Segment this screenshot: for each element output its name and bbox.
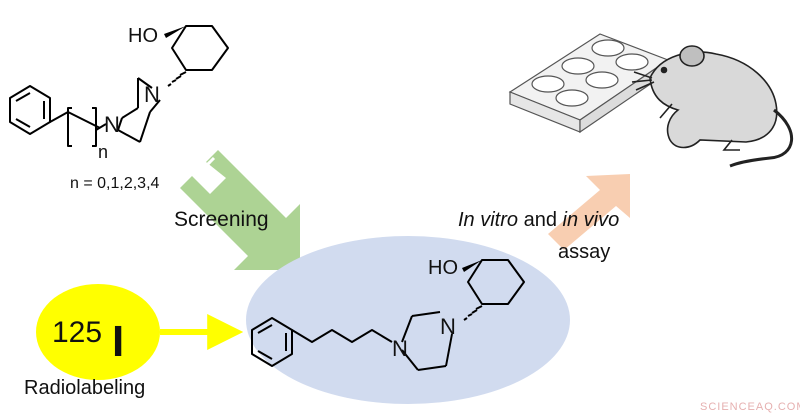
watermark: SCIENCEAQ.COM	[700, 401, 800, 413]
iodine-mass-number: 125	[52, 316, 102, 349]
iodine-badge	[36, 284, 160, 380]
final-cyclohexane	[467, 259, 525, 305]
mouse-tail	[729, 108, 793, 168]
mouse-hind-leg	[722, 139, 740, 151]
final-benzene-ring	[251, 317, 293, 367]
screening-arrow	[180, 150, 300, 270]
highlight-ellipse	[246, 236, 570, 404]
assay-label-line1: In vitro and in vivo	[458, 209, 619, 231]
top-nitrogen-lower: N	[104, 112, 120, 137]
mouse-body	[649, 51, 778, 149]
top-cyclohexane	[171, 25, 229, 71]
top-hashed-wedge	[167, 71, 187, 87]
repeat-subscript: n	[98, 142, 108, 162]
final-molecule	[251, 259, 525, 371]
assay-arrow	[540, 174, 630, 256]
top-bold-wedge	[164, 26, 186, 38]
final-nitrogen-upper: N	[440, 314, 456, 339]
radiolabeling-caption: Radiolabeling	[24, 377, 145, 399]
mouse-eye	[660, 66, 668, 74]
top-hydroxyl: HO	[128, 25, 158, 47]
screening-label: Screening	[174, 208, 269, 231]
final-nitrogen-lower: N	[392, 336, 408, 361]
mouse-ear	[679, 45, 705, 67]
n-values-label: n = 0,1,2,3,4	[70, 175, 160, 192]
repeat-bracket	[67, 107, 72, 147]
final-hashed-wedge	[463, 305, 483, 321]
top-nitrogen-upper: N	[144, 82, 160, 107]
well-plate	[508, 33, 670, 134]
final-hydroxyl: HO	[428, 257, 458, 279]
mouse-front-leg	[659, 103, 673, 119]
assay-label-line2: assay	[558, 241, 610, 263]
top-molecule	[9, 25, 229, 147]
final-bold-wedge	[462, 260, 482, 272]
iodine-symbol: I	[112, 317, 124, 366]
mouse-illustration	[631, 45, 793, 168]
